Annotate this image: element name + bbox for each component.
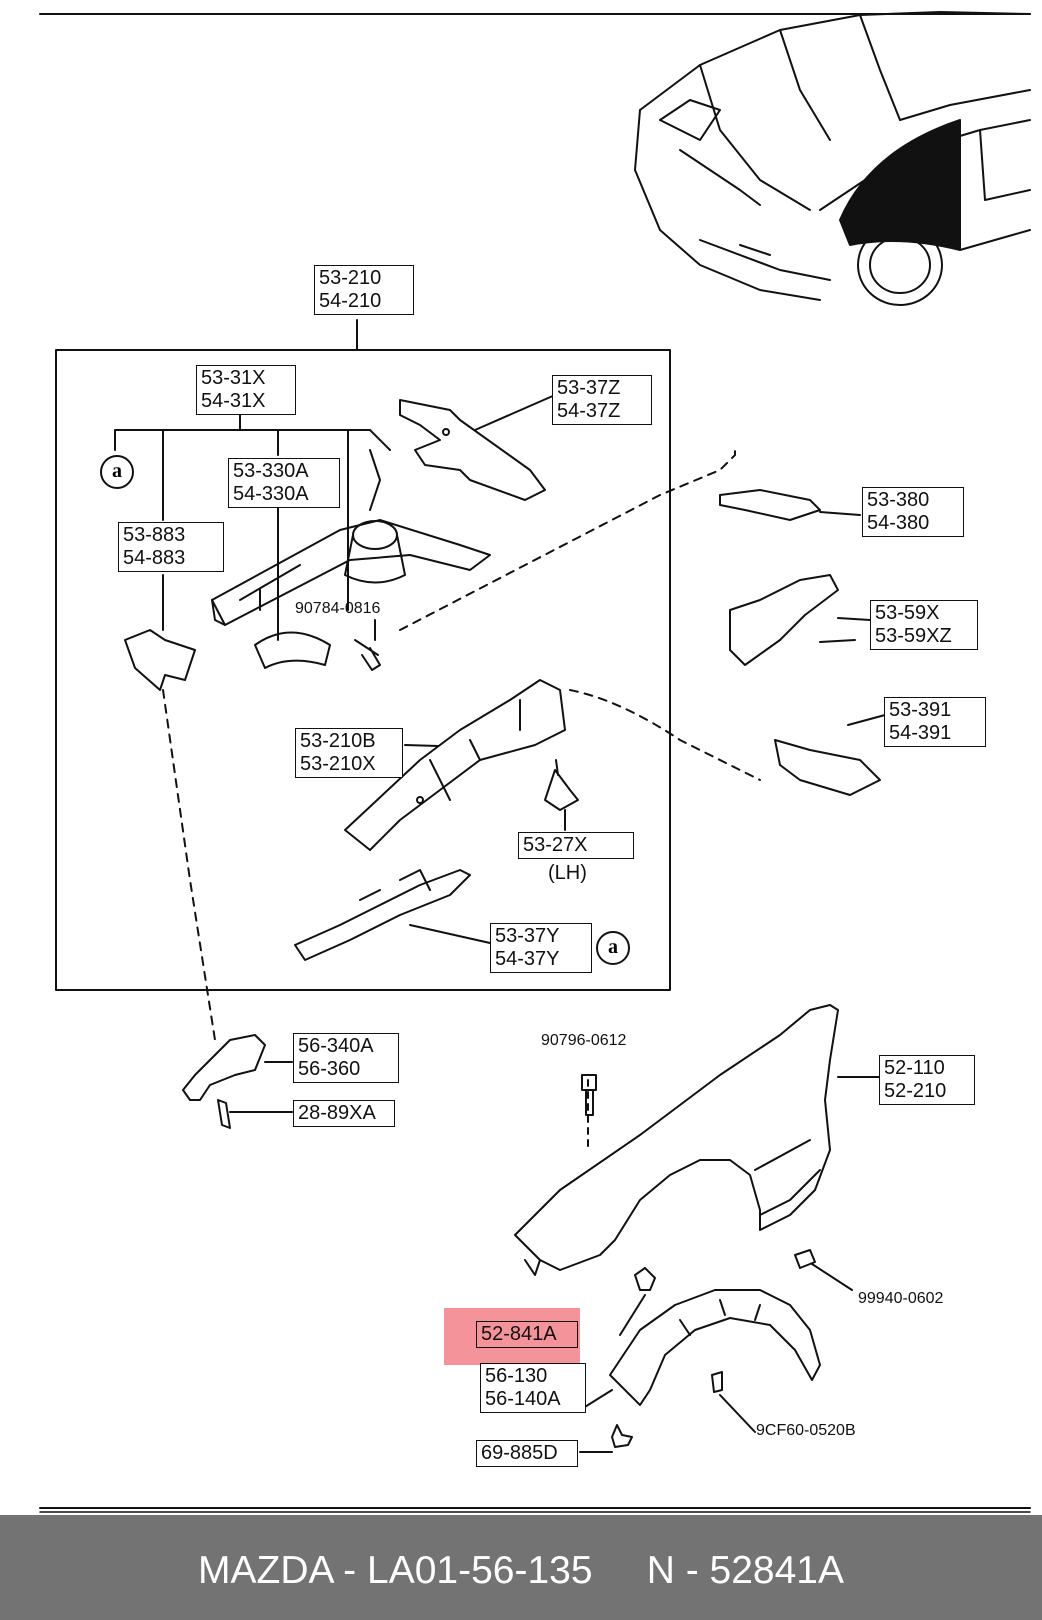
fender-52-110 — [514, 1004, 881, 1276]
footer-bar: MAZDA - LA01-56-135 N - 52841A — [0, 1515, 1042, 1620]
bracket-330a-shape — [254, 631, 331, 669]
panel-59x-shape — [729, 574, 839, 666]
panel-391-shape — [774, 739, 881, 796]
frame-rail — [211, 449, 491, 626]
bracket-27x-shape — [544, 759, 579, 811]
car-illustration — [634, 11, 1031, 306]
label-90796-0612: 90796-0612 — [541, 1032, 627, 1049]
label-52-841a: 52-841A — [476, 1321, 578, 1348]
label-28-89xa: 28-89XA — [293, 1100, 395, 1127]
bracket-883-shape — [124, 629, 196, 691]
label-69-885d: 69-885D — [476, 1440, 578, 1467]
apron-210b — [344, 679, 566, 851]
panel-380-shape — [719, 489, 821, 521]
fender-liner-56-130 — [579, 1289, 821, 1411]
label-lh: (LH) — [548, 862, 587, 884]
lower-member-37y — [294, 869, 491, 961]
callout-a-top: a — [100, 455, 134, 489]
label-99940-0602: 99940-0602 — [858, 1290, 944, 1307]
callout-a-bottom: a — [596, 931, 630, 965]
label-53-27x: 53-27X — [518, 832, 634, 859]
group-box — [55, 349, 671, 991]
label-9cf60-0520b: 9CF60-0520B — [756, 1422, 856, 1439]
bracket-841a-shape — [634, 1267, 656, 1291]
upper-bracket-37z — [399, 394, 556, 501]
bracket-340a-shape — [182, 1034, 266, 1101]
highlight-box — [444, 1308, 580, 1365]
footer-part-number: MAZDA - LA01-56-135 N - 52841A — [198, 1549, 844, 1592]
label-90784-0816: 90784-0816 — [295, 600, 381, 617]
